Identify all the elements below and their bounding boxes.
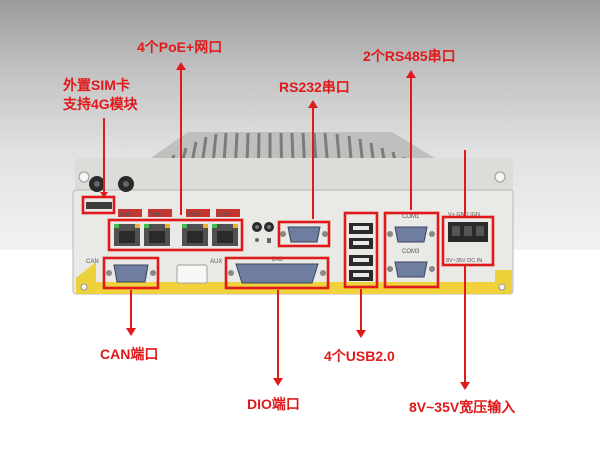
dc-range-label: 8V~35V DC IN xyxy=(446,258,482,264)
usb-callout: 4个USB2.0 xyxy=(324,348,395,364)
audio-icons xyxy=(255,238,271,243)
com3-label: COM3 xyxy=(402,249,420,255)
poe-label-4: PoE+ xyxy=(218,212,233,218)
sim-callout-line-2: 支持4G模块 xyxy=(63,96,138,112)
dc-power-terminal[interactable] xyxy=(448,222,488,242)
audio-jacks[interactable] xyxy=(252,222,274,232)
sim-callout-line-1: 外置SIM卡 xyxy=(63,77,130,93)
rs232-callout: RS232串口 xyxy=(279,79,350,95)
aux-port-cover xyxy=(176,264,208,284)
can-callout: CAN端口 xyxy=(100,346,159,362)
dio-callout: DIO端口 xyxy=(247,396,300,412)
sim-slot[interactable] xyxy=(86,202,112,209)
dio-label: DIO xyxy=(272,257,283,263)
poe-label-2: PoE+ xyxy=(150,212,165,218)
sim-callout: 外置SIM卡 支持4G模块 xyxy=(63,76,138,114)
poe-callout: 4个PoE+网口 xyxy=(137,39,223,55)
aux-label: AUX xyxy=(210,259,222,265)
dio-port[interactable] xyxy=(228,263,326,284)
poe-port-labels: PoE+ PoE+ PoE+ PoE+ xyxy=(118,209,240,218)
dc-terminal-label: V+ GND IGN xyxy=(448,212,480,218)
poe-label-1: PoE+ xyxy=(120,212,135,218)
antenna-connectors xyxy=(89,176,134,192)
can-label: CAN xyxy=(86,259,99,265)
power-callout: 8V~35V宽压输入 xyxy=(409,399,516,415)
poe-label-3: PoE+ xyxy=(188,212,203,218)
rs485-callout: 2个RS485串口 xyxy=(363,48,456,64)
com1-label: COM1 xyxy=(402,214,420,220)
